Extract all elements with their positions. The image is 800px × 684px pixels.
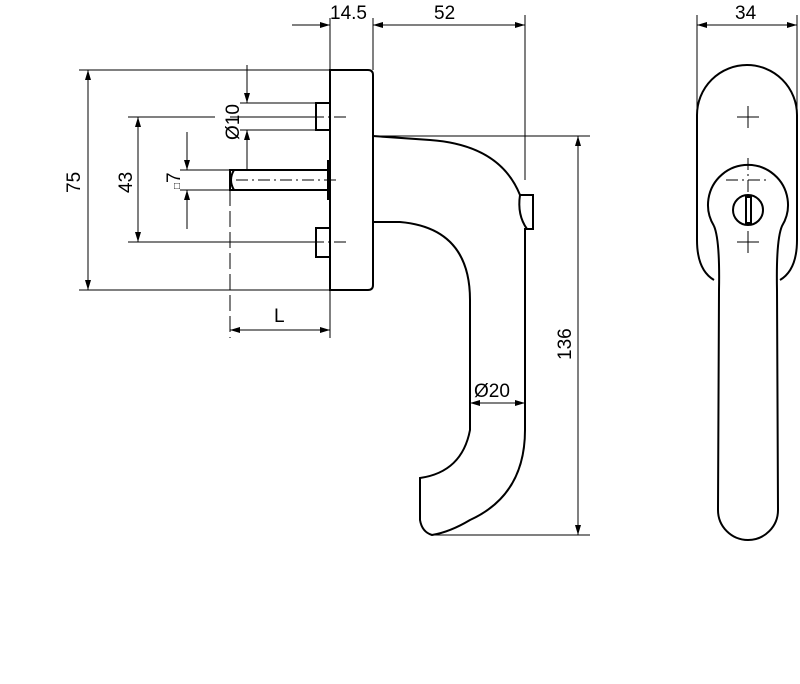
dimensions: 14.5 52 34 75 43 □7 Ø10 L bbox=[64, 3, 798, 536]
front-view bbox=[696, 64, 798, 541]
dim-grip-diameter: Ø20 bbox=[474, 381, 510, 402]
dim-handle-length: 136 bbox=[555, 328, 576, 360]
dim-screw-diameter: Ø10 bbox=[223, 104, 244, 140]
dim-rose-width: 34 bbox=[735, 3, 757, 24]
rose-oval bbox=[696, 64, 798, 281]
dim-rose-height: 75 bbox=[64, 172, 85, 193]
lock-cylinder bbox=[732, 194, 764, 226]
dim-spindle-length: L bbox=[274, 306, 285, 327]
dim-handle-projection: 52 bbox=[434, 3, 455, 24]
handle-outline bbox=[372, 135, 534, 537]
side-view bbox=[229, 69, 534, 537]
handle-front bbox=[707, 164, 789, 541]
rose-plate bbox=[329, 69, 374, 291]
dim-screw-spacing: 43 bbox=[116, 172, 137, 193]
dim-rose-depth: 14.5 bbox=[330, 3, 367, 24]
dim-spindle-square: □7 bbox=[164, 172, 185, 189]
